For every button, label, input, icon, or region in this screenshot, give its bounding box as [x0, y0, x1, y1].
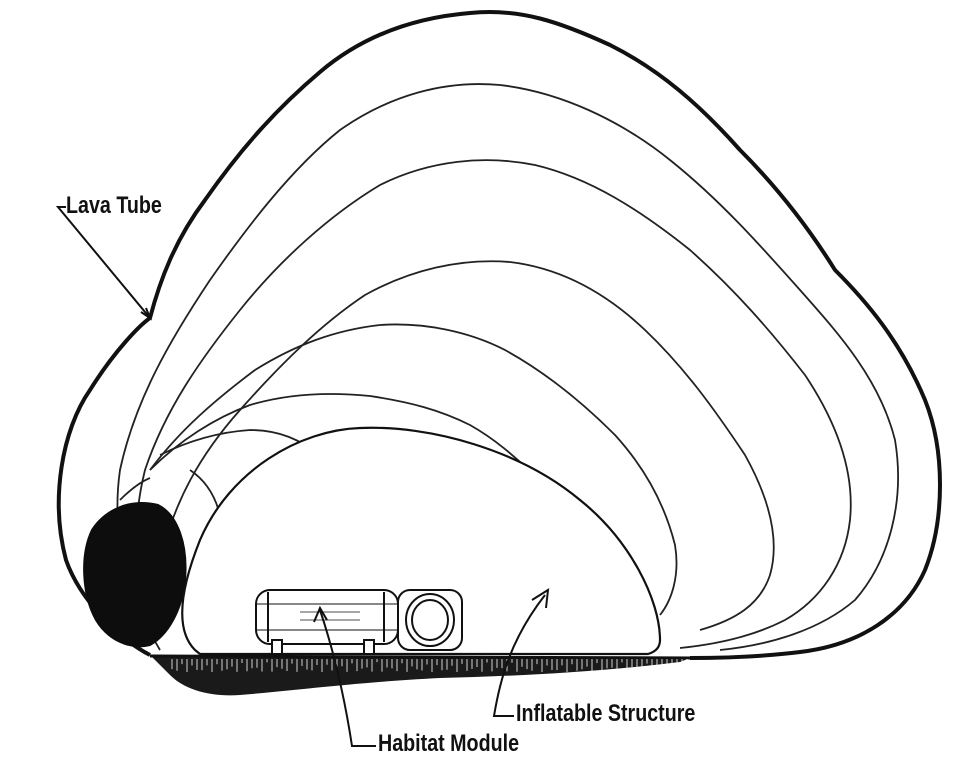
cave-contour-lines: [116, 83, 899, 651]
leader-lines: [55, 206, 550, 747]
habitat-module: [255, 589, 463, 655]
habitat-module-label: Habitat Module: [378, 730, 520, 757]
lava-tube-outline: [56, 10, 942, 660]
tube-opening: [83, 502, 187, 648]
lava-tube-label: Lava Tube: [66, 192, 162, 219]
floor-hatching: [149, 654, 696, 696]
inflatable-structure-label: Inflatable Structure: [516, 700, 696, 727]
